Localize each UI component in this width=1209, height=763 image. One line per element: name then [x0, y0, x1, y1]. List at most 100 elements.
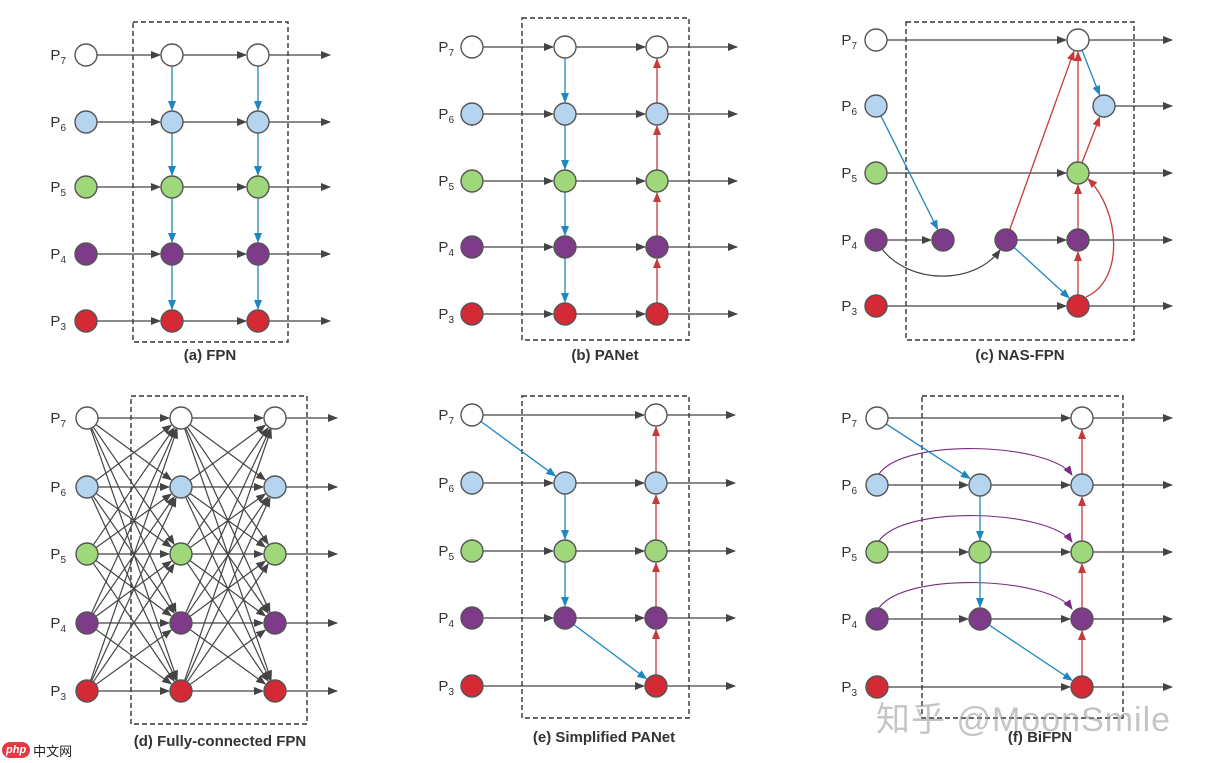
fc-node-p4-2: [263, 611, 287, 635]
panet-label-p3: P3: [438, 306, 454, 326]
bifpn-in-p7: [865, 406, 889, 430]
panet-node-p3-0: [460, 302, 484, 326]
fc-edge-1-1-0: [189, 424, 267, 481]
logo-text: 中文网: [33, 744, 73, 760]
panet-node-p6-2: [645, 102, 669, 126]
panet-node-p6-0: [460, 102, 484, 126]
nasfpn-out-p4: [1066, 228, 1090, 252]
nasfpn-in-p4: [864, 228, 888, 252]
panel-simplified-panet: (e) Simplified PANet: [521, 395, 690, 746]
bifpn-mid-p6: [968, 473, 992, 497]
panet-node-p3-2: [645, 302, 669, 326]
edges-layer: [90, 36, 1173, 695]
bifpn-label-p3: P3: [841, 679, 857, 699]
nasfpn-out-p6: [1092, 94, 1116, 118]
spanet-label-p6: P6: [438, 475, 454, 495]
fc-edge-0-1-0: [95, 424, 173, 481]
fc-edge-1-4-1: [185, 496, 271, 682]
fpn-node-p7-2: [246, 43, 270, 67]
fc-node-p3-0: [75, 679, 99, 703]
fc-edge-1-4-2: [186, 563, 269, 683]
nasfpn-label-p6: P6: [841, 98, 857, 118]
fc-node-p6-0: [75, 475, 99, 499]
spanet-td-p7-p6: [480, 420, 557, 477]
nasfpn-in-p7: [864, 28, 888, 52]
fc-edge-1-4-3: [189, 629, 267, 686]
nasfpn-curve-p4-m2: [881, 248, 1001, 277]
spanet-out-p7: [644, 403, 668, 427]
fc-edge-0-4-1: [91, 496, 177, 682]
fpn-label-p3: P3: [50, 313, 66, 333]
labels-layer: P7P6P5P4P3P7P6P5P4P3P7P6P5P4P3P7P6P5P4P3…: [50, 32, 857, 703]
spanet-label-p4: P4: [438, 610, 454, 630]
nasfpn-label-p4: P4: [841, 232, 857, 252]
panet-node-p5-1: [553, 169, 577, 193]
panel-fpn: (a) FPN: [132, 21, 289, 364]
spanet-mid-p5: [553, 539, 577, 563]
panet-label-p7: P7: [438, 39, 454, 59]
panet-caption: (b) PANet: [571, 347, 638, 364]
nasfpn-caption: (c) NAS-FPN: [975, 347, 1064, 364]
nasfpn-mid-2: [994, 228, 1018, 252]
bifpn-out-p6: [1070, 473, 1094, 497]
bifpn-label-p4: P4: [841, 611, 857, 631]
nasfpn-label-p7: P7: [841, 32, 857, 52]
nasfpn-in-p3: [864, 294, 888, 318]
panet-label-p6: P6: [438, 106, 454, 126]
spanet-in-p7: [460, 403, 484, 427]
nasfpn-curve-p3-p5: [1085, 178, 1115, 298]
bifpn-frame: [921, 395, 1124, 719]
fc-caption: (d) Fully-connected FPN: [134, 733, 307, 750]
fc-edge-0-3-0: [91, 427, 177, 614]
fc-label-p7: P7: [50, 410, 66, 430]
bifpn-in-p6: [865, 473, 889, 497]
bifpn-label-p6: P6: [841, 477, 857, 497]
spanet-caption: (e) Simplified PANet: [533, 729, 675, 746]
fc-edge-0-4-0: [90, 428, 178, 681]
bifpn-skip-p4: [878, 582, 1073, 610]
nasfpn-td-m2-p3: [1013, 246, 1070, 299]
nasfpn-out-p5: [1066, 161, 1090, 185]
panet-node-p6-1: [553, 102, 577, 126]
fc-node-p5-0: [75, 542, 99, 566]
bifpn-out-p7: [1070, 406, 1094, 430]
spanet-out-p5: [644, 539, 668, 563]
panet-label-p5: P5: [438, 173, 454, 193]
bifpn-label-p7: P7: [841, 410, 857, 430]
spanet-label-p7: P7: [438, 407, 454, 427]
panet-node-p4-1: [553, 235, 577, 259]
bifpn-in-p5: [865, 540, 889, 564]
bifpn-out-p3: [1070, 675, 1094, 699]
spanet-out-p3: [644, 674, 668, 698]
fc-label-p3: P3: [50, 683, 66, 703]
spanet-td-p4-p3: [573, 624, 648, 680]
fc-edge-1-3-0: [185, 427, 271, 614]
nasfpn-in-p5: [864, 161, 888, 185]
fc-edge-1-2-0: [186, 427, 269, 546]
fpn-node-p6-0: [74, 110, 98, 134]
fpn-label-p4: P4: [50, 246, 66, 266]
bifpn-out-p5: [1070, 540, 1094, 564]
nasfpn-bu-m2-p7: [1009, 50, 1075, 230]
nasfpn-mid-1: [931, 228, 955, 252]
fc-node-p7-0: [75, 406, 99, 430]
fpn-node-p7-1: [160, 43, 184, 67]
nasfpn-td-p6-m1: [880, 115, 939, 231]
bifpn-mid-p4: [968, 607, 992, 631]
fc-node-p6-2: [263, 475, 287, 499]
bifpn-skip-p5: [878, 515, 1073, 543]
nasfpn-td-p7-p6: [1081, 49, 1101, 96]
watermark: 知乎 @MoonSmile: [876, 701, 1172, 739]
nasfpn-frame: [905, 21, 1135, 341]
fc-node-p6-1: [169, 475, 193, 499]
fc-label-p5: P5: [50, 546, 66, 566]
fpn-node-p3-2: [246, 309, 270, 333]
fpn-node-p6-2: [246, 110, 270, 134]
fc-edge-0-2-0: [92, 427, 175, 546]
panet-node-p3-1: [553, 302, 577, 326]
panel-bifpn: (f) BiFPN: [921, 395, 1124, 746]
fc-node-p4-1: [169, 611, 193, 635]
bifpn-label-p5: P5: [841, 544, 857, 564]
fpn-node-p4-1: [160, 242, 184, 266]
nodes-layer: [74, 28, 1116, 703]
